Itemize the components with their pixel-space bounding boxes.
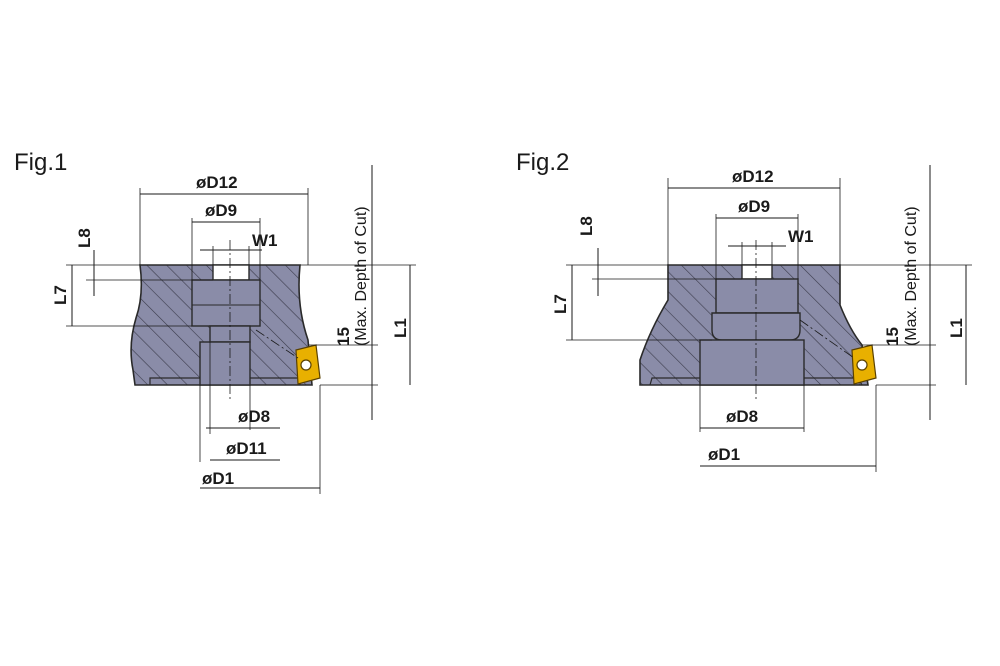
fig2-d9-label: øD9 bbox=[738, 197, 770, 216]
fig1-lower-bore bbox=[199, 341, 251, 386]
fig1-d11-label: øD11 bbox=[226, 439, 267, 458]
fig1-d9-label: øD9 bbox=[205, 201, 237, 220]
fig1-l7-label: L7 bbox=[51, 285, 70, 305]
fig2-depth-note: (Max. Depth of Cut) bbox=[903, 206, 920, 346]
figure-2-title: Fig.2 bbox=[516, 149, 569, 176]
fig1-coolant-line bbox=[255, 329, 299, 359]
fig2-l1-label: L1 bbox=[947, 318, 966, 338]
fig2-l8-label: L8 bbox=[577, 216, 596, 236]
fig2-lower-bore bbox=[699, 339, 805, 386]
fig1-d1-label: øD1 bbox=[202, 469, 234, 488]
fig2-d12-label: øD12 bbox=[732, 167, 774, 186]
fig2-coolant-line bbox=[799, 319, 855, 359]
fig2-insert-screw-icon bbox=[856, 359, 868, 371]
fig1-key-slot bbox=[212, 264, 250, 281]
fig1-l1-label: L1 bbox=[391, 318, 410, 338]
fig1-d12-label: øD12 bbox=[196, 173, 238, 192]
fig1-upper-bore bbox=[191, 279, 261, 327]
fig1-l8-label: L8 bbox=[75, 228, 94, 248]
fig1-depth-label: 15 bbox=[334, 327, 353, 346]
fig1-d8-label: øD8 bbox=[238, 407, 270, 426]
fig2-w1-label: W1 bbox=[788, 227, 814, 246]
fig1-depth-note: (Max. Depth of Cut) bbox=[353, 206, 370, 346]
fig1-insert-screw-icon bbox=[300, 359, 312, 371]
fig1-w1-label: W1 bbox=[252, 231, 278, 250]
fig2-l7-label: L7 bbox=[551, 294, 570, 314]
fig2-upper-bore bbox=[715, 278, 799, 314]
figure-2: Fig.2 øD12 øD9 W1 L bbox=[516, 149, 972, 472]
fig2-key-slot bbox=[741, 264, 773, 280]
fig2-d8-label: øD8 bbox=[726, 407, 758, 426]
fig2-d1-label: øD1 bbox=[708, 445, 740, 464]
figure-1-title: Fig.1 bbox=[14, 149, 67, 176]
fig2-depth-label: 15 bbox=[883, 327, 902, 346]
figure-1: Fig.1 øD12 øD9 W1 bbox=[14, 149, 416, 494]
